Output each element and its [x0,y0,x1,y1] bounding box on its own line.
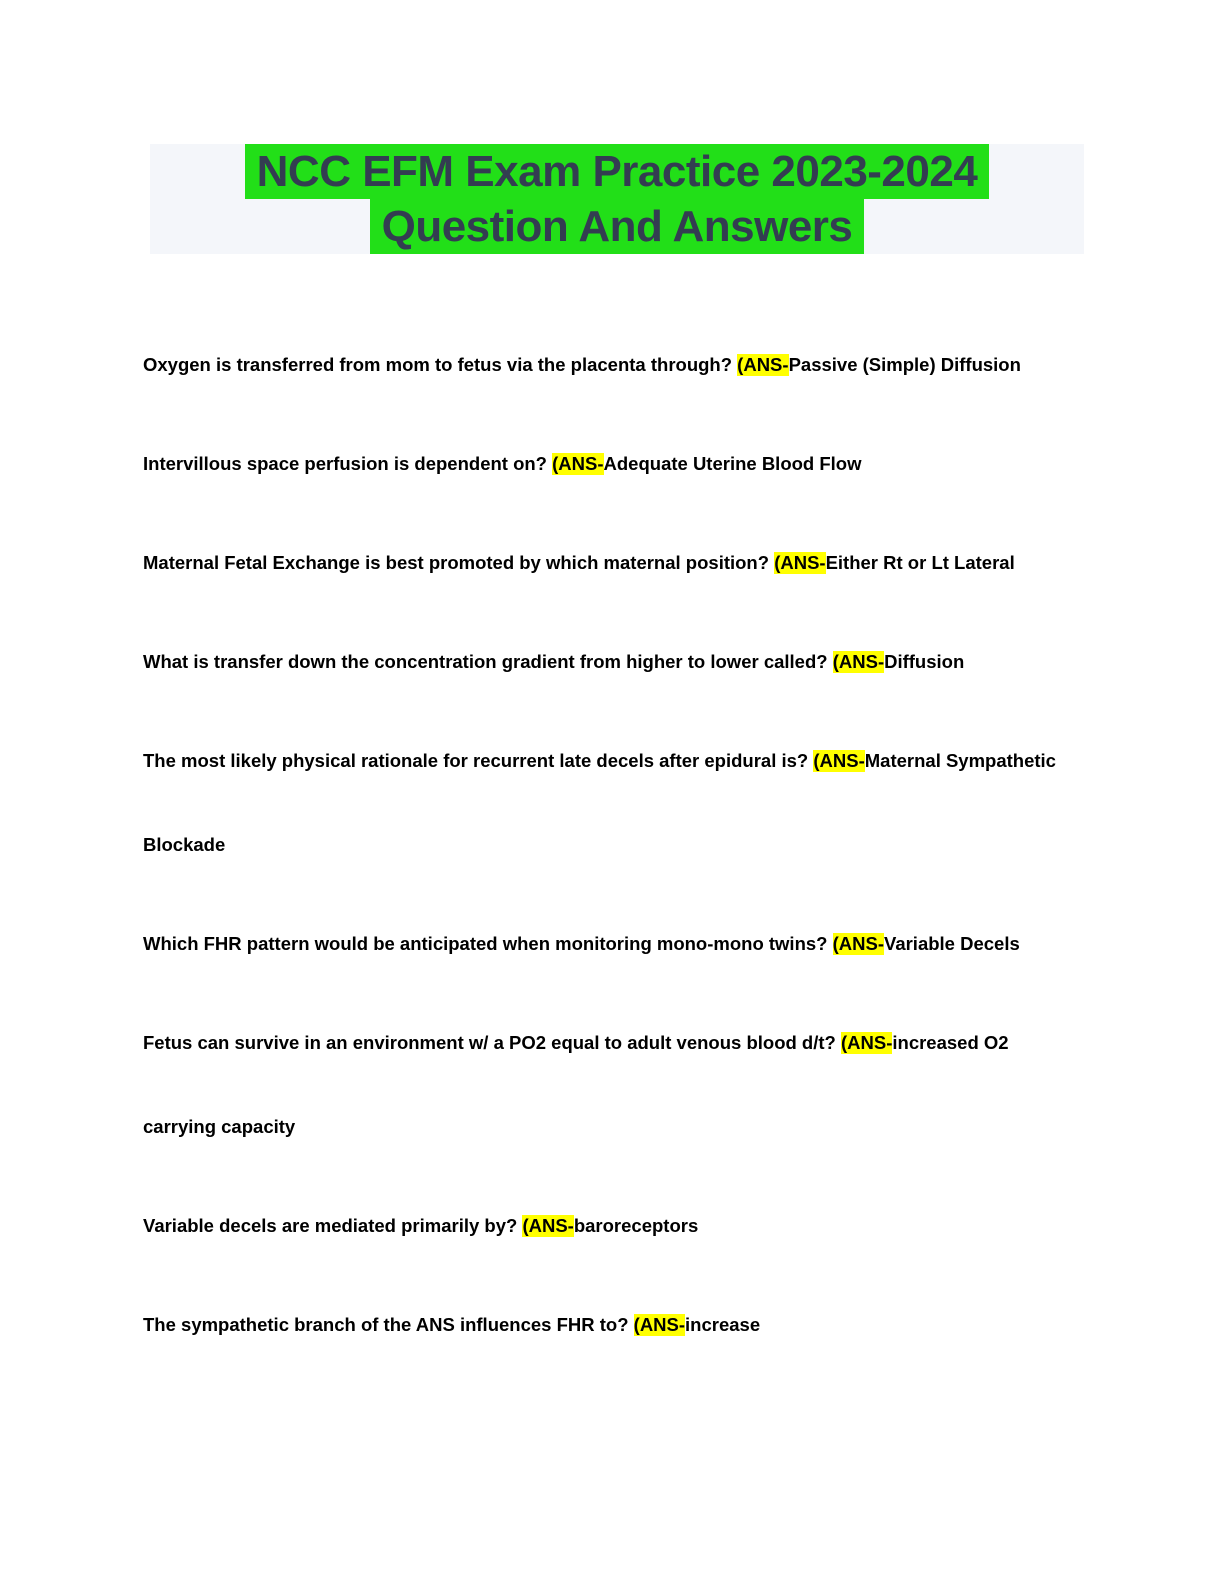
qa-paragraph: Fetus can survive in an environment w/ a… [143,1001,1093,1169]
qa-text-segment: Passive (Simple) Diffusion [788,354,1021,375]
qa-paragraph: The sympathetic branch of the ANS influe… [143,1283,1093,1367]
qa-text-segment: Intervillous space perfusion is dependen… [143,453,553,474]
qa-text-segment: Fetus can survive in an environment w/ a… [143,1032,841,1053]
qa-text-segment: increased O2 [892,1032,1009,1053]
qa-text-segment: Adequate Uterine Blood Flow [603,453,862,474]
answer-marker-highlight: (ANS- [832,651,885,673]
qa-text-segment: Diffusion [884,651,965,672]
qa-line: carrying capacity [143,1085,1093,1169]
qa-list: Oxygen is transferred from mom to fetus … [143,323,1093,1382]
qa-line: Variable decels are mediated primarily b… [143,1184,1093,1268]
qa-paragraph: Maternal Fetal Exchange is best promoted… [143,521,1093,605]
answer-marker-highlight: (ANS- [552,453,604,475]
qa-line: Which FHR pattern would be anticipated w… [143,902,1093,986]
qa-text-segment: The most likely physical rationale for r… [143,750,814,771]
qa-line: What is transfer down the concentration … [143,620,1093,704]
qa-paragraph: The most likely physical rationale for r… [143,719,1093,887]
qa-paragraph: Variable decels are mediated primarily b… [143,1184,1093,1268]
answer-marker-highlight: (ANS- [737,354,789,376]
qa-text-segment: increase [685,1314,761,1335]
qa-line: Blockade [143,803,1093,887]
qa-text-segment: carrying capacity [143,1116,296,1137]
qa-text-segment: Variable decels are mediated primarily b… [143,1215,523,1236]
qa-paragraph: Which FHR pattern would be anticipated w… [143,902,1093,986]
qa-text-segment: Blockade [143,834,226,855]
title-banner: NCC EFM Exam Practice 2023-2024 Question… [150,144,1084,254]
document-title-line-2: Question And Answers [369,199,865,254]
qa-text-segment: What is transfer down the concentration … [143,651,833,672]
qa-text-segment: Maternal Fetal Exchange is best promoted… [143,552,775,573]
qa-paragraph: Intervillous space perfusion is dependen… [143,422,1093,506]
qa-text-segment: Either Rt or Lt Lateral [825,552,1015,573]
qa-text-segment: baroreceptors [573,1215,699,1236]
qa-line: Maternal Fetal Exchange is best promoted… [143,521,1093,605]
answer-marker-highlight: (ANS- [774,552,826,574]
qa-paragraph: Oxygen is transferred from mom to fetus … [143,323,1093,407]
qa-text-segment: The sympathetic branch of the ANS influe… [143,1314,634,1335]
qa-line: Fetus can survive in an environment w/ a… [143,1001,1093,1085]
document-title-line-1: NCC EFM Exam Practice 2023-2024 [244,144,990,199]
answer-marker-highlight: (ANS- [522,1215,574,1237]
qa-text-segment: Variable Decels [884,933,1020,954]
qa-line: Intervillous space perfusion is dependen… [143,422,1093,506]
qa-text-segment: Maternal Sympathetic [864,750,1056,771]
qa-line: The sympathetic branch of the ANS influe… [143,1283,1093,1367]
qa-line: Oxygen is transferred from mom to fetus … [143,323,1093,407]
answer-marker-highlight: (ANS- [832,933,884,955]
answer-marker-highlight: (ANS- [813,750,865,772]
qa-text-segment: Oxygen is transferred from mom to fetus … [143,354,738,375]
qa-line: The most likely physical rationale for r… [143,719,1093,803]
answer-marker-highlight: (ANS- [840,1032,893,1054]
qa-text-segment: Which FHR pattern would be anticipated w… [143,933,833,954]
qa-paragraph: What is transfer down the concentration … [143,620,1093,704]
answer-marker-highlight: (ANS- [633,1314,686,1336]
